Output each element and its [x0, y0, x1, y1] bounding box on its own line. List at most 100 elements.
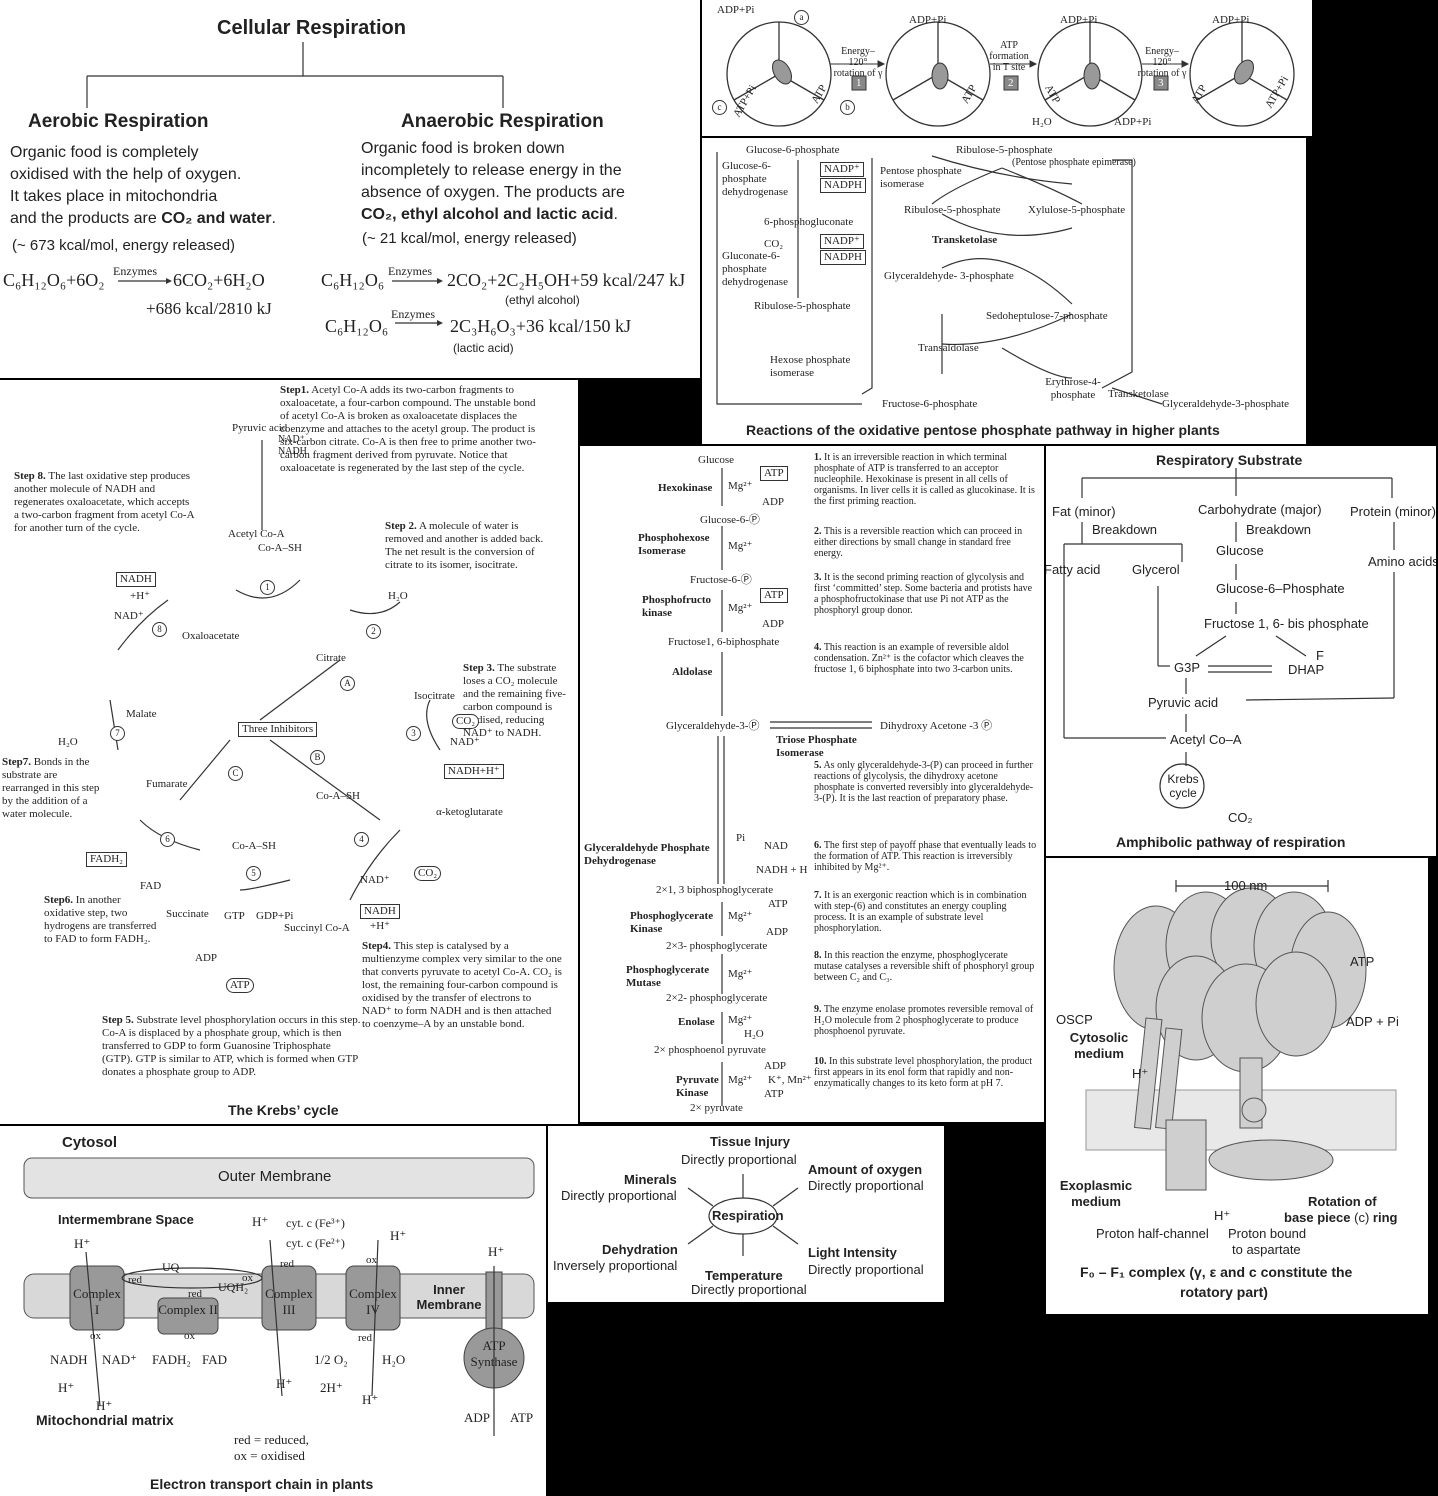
etc-hplus-1: H⁺: [74, 1236, 91, 1251]
amph-f: F: [1316, 648, 1324, 663]
etc-nadh: NADH: [50, 1352, 88, 1367]
krebs-h2o-1: H₂O: [388, 590, 408, 602]
aerobic-equation-energy: +686 kcal/2810 kJ: [146, 299, 272, 318]
etc-panel: Cytosol Outer Membrane Intermembrane Spa…: [0, 1126, 546, 1496]
krebs-step8: Step 8. The last oxidative step produces…: [14, 470, 194, 534]
etc-complex-2: Complex II: [158, 1302, 218, 1317]
krebs-inhibitor-c: C: [228, 766, 243, 781]
gly-note-2: 2. This is a reversible reaction which c…: [814, 526, 1023, 559]
lactic-eq-right: 2C₃H₆O₃+36 kcal/150 kJ: [450, 316, 631, 336]
etc-uq: UQ: [162, 1260, 180, 1274]
krebs-succinyl-coa: Succinyl Co-A: [284, 922, 350, 934]
gly-aldolase: Aldolase: [672, 666, 713, 678]
factor-light-effect: Directly proportional: [808, 1262, 924, 1277]
krebs-pyruvic-acid: Pyruvic acid: [232, 422, 288, 434]
ppp-epimerase: (Pentose phosphate epimerase): [1012, 157, 1136, 168]
gly-note-7: 7. It is an exergonic reaction which is …: [814, 890, 1027, 934]
amph-caption: Amphibolic pathway of respiration: [1116, 834, 1346, 850]
etc-cytc-fe2: cyt. c (Fe²⁺): [286, 1236, 345, 1250]
step-num-3: 3: [1158, 77, 1164, 89]
krebs-adp: ADP: [195, 952, 218, 964]
fof1-hplus-top: H⁺: [1132, 1066, 1149, 1081]
krebs-nad-3: NAD⁺: [360, 874, 390, 886]
etc-matrix: Mitochondrial matrix: [36, 1412, 174, 1428]
gly-mg-4: Mg²⁺: [728, 910, 753, 922]
gly-triose-isomerase: Triose Phosphate Isomerase: [776, 734, 857, 759]
ppp-pentose-isomerase: Pentose phosphate isomerase: [880, 165, 962, 190]
etc-complex-3: Complex III: [265, 1286, 313, 1317]
gly-phosphofructokinase: Phosphofructo kinase: [642, 594, 712, 619]
gly-atp-4: ATP: [764, 1088, 784, 1100]
ppp-xylulose-5p: Xylulose-5-phosphate: [1028, 204, 1126, 216]
krebs-num-1: 1: [260, 580, 275, 595]
step-num-1: 1: [856, 77, 862, 89]
cellular-respiration-panel: Cellular Respiration Aerobic Respiration…: [0, 0, 700, 378]
ppp-ribulose-5p-mid: Ribulose-5-phosphate: [904, 204, 1001, 216]
ppp-nadph-2: NADPH: [820, 250, 866, 265]
adp-pi-label-3: ADP+Pi: [1060, 14, 1098, 26]
amph-glycerol: Glycerol: [1132, 562, 1180, 577]
aerobic-heading: Aerobic Respiration: [28, 111, 209, 132]
ppp-ribulose-5p-top: Ribulose-5-phosphate: [956, 144, 1053, 156]
adp-pi-label-5: ADP+Pi: [1114, 116, 1152, 128]
fof1-panel: 100 nm ATP ADP + Pi OSCP Cytosolic mediu…: [1046, 858, 1428, 1314]
respiration-factors-panel: Respiration Tissue Injury Directly propo…: [548, 1126, 944, 1302]
aerobic-energy: (~ 673 kcal/mol, energy released): [12, 237, 236, 254]
anaerobic-energy: (~ 21 kcal/mol, energy released): [362, 230, 577, 247]
krebs-step4: Step4. This step is catalysed by a multi…: [362, 940, 562, 1030]
krebs-gtp: GTP: [224, 910, 245, 922]
step2-label: ATP formation in T site: [989, 40, 1029, 73]
etc-uqh2: UQH₂: [218, 1280, 249, 1294]
krebs-oxaloacetate: Oxaloacetate: [182, 630, 240, 642]
adp-pi-label-4: ADP+Pi: [1212, 14, 1250, 26]
gly-adp-1: ADP: [762, 496, 785, 508]
fof1-atp: ATP: [1350, 954, 1375, 969]
gly-note-1: 1. It is an irreversible reaction in whi…: [814, 452, 1035, 507]
amph-f16bp: Fructose 1, 6- bis phosphate: [1204, 616, 1369, 631]
rotor-wheels: [726, 21, 1295, 127]
krebs-alpha-ketoglutarate: α-ketoglutarate: [436, 806, 503, 818]
gly-pgk: Phosphoglycerate Kinase: [630, 910, 714, 935]
gly-h2o: H₂O: [744, 1028, 764, 1040]
ppp-hexose-isomerase: Hexose phosphate isomerase: [770, 354, 851, 379]
fof1-proton-bound: Proton bound: [1228, 1226, 1307, 1241]
gly-3pg: 2×3- phosphoglycerate: [666, 940, 768, 952]
anaerobic-description: Organic food is broken down incompletely…: [361, 140, 625, 223]
etc-hplus-4: H⁺: [488, 1244, 505, 1259]
fof1-scale: 100 nm: [1224, 878, 1268, 893]
mark-c: c: [712, 100, 727, 115]
gly-note-9: 9. The enzyme enolase promotes reversibl…: [814, 1004, 1034, 1037]
gly-adp-4: ADP: [764, 1060, 787, 1072]
gly-mg-2: Mg²⁺: [728, 540, 753, 552]
fof1-drawing: [1085, 880, 1397, 1191]
krebs-num-5: 5: [246, 866, 261, 881]
lactic-enzyme: Enzymes: [391, 307, 435, 321]
gly-atp-3: ATP: [768, 898, 788, 910]
etc-cytc-fe3: cyt. c (Fe³⁺): [286, 1216, 345, 1230]
amphibolic-panel: Respiratory Substrate Fat (minor) Carboh…: [1046, 446, 1436, 856]
gly-mg-6: Mg²⁺: [728, 1014, 753, 1026]
binding-change-panel: ADP+Pi ADP+Pi ADP+Pi ADP+Pi Energy–120° …: [702, 0, 1312, 136]
ppp-6-phosphogluconate: 6-phosphogluconate: [764, 216, 854, 228]
ethyl-alcohol-note: (ethyl alcohol): [505, 293, 580, 307]
etc-hplus-5: H⁺: [58, 1380, 75, 1395]
fof1-half-channel: Proton half-channel: [1096, 1226, 1209, 1241]
gly-atp-2: ATP: [760, 588, 788, 603]
krebs-nadh-1: NADH: [278, 446, 307, 457]
krebs-coash-1: Co-A–SH: [258, 542, 303, 554]
gly-note-10: 10. In this substrate level phosphorylat…: [814, 1056, 1033, 1089]
gly-note-4: 4. This reaction is an example of revers…: [814, 642, 1024, 675]
etc-fadh2: FADH₂: [152, 1352, 191, 1367]
gly-pyruvate: 2× pyruvate: [690, 1102, 743, 1114]
gly-pgm: Phosphoglycerate Mutase: [626, 964, 710, 989]
fermentation-eq-left: C₆H₁₂O₆: [321, 270, 385, 290]
krebs-co2-2: CO₂: [414, 866, 442, 881]
amph-breakdown-2: Breakdown: [1246, 522, 1312, 537]
gly-mg-5: Mg²⁺: [728, 968, 753, 980]
factor-tissue-injury: Tissue Injury: [710, 1134, 790, 1149]
step3-label: Energy–120° rotation of γ: [1137, 46, 1187, 79]
pentose-arrows: [716, 152, 1163, 405]
gly-adp-2: ADP: [762, 618, 785, 630]
etc-atp-synthase: ATP Synthase: [470, 1338, 518, 1369]
ppp-sedoheptulose: Sedoheptulose-7-phosphate: [986, 310, 1108, 322]
